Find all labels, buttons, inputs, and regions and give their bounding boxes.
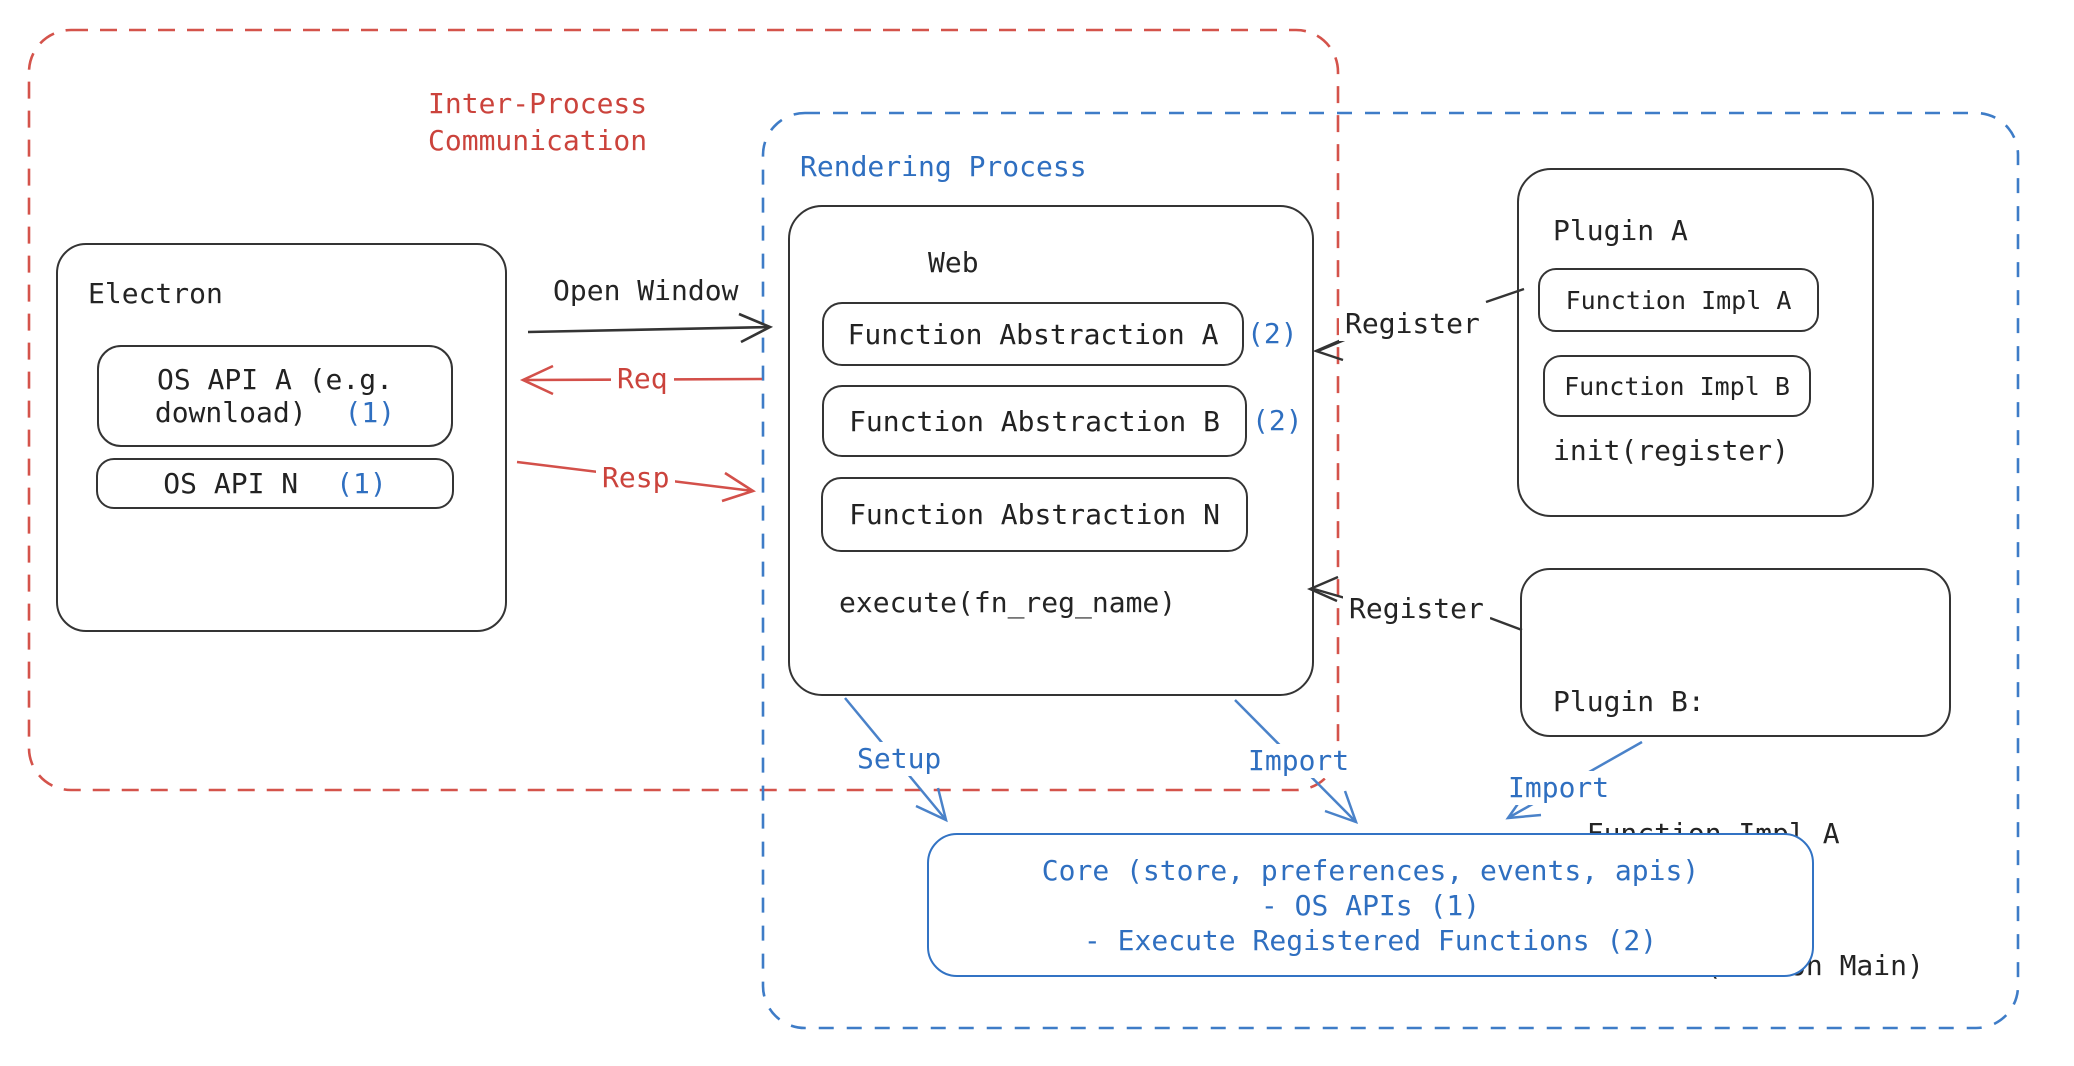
plugin-b-text: Plugin B: - Function Impl A - Module (ru… [1553, 592, 1924, 1066]
function-impl-b-label: Function Impl B [1564, 371, 1790, 401]
setup-label: Setup [851, 742, 948, 776]
req-label: Req [611, 362, 674, 396]
core-box: Core (store, preferences, events, apis) … [927, 833, 1814, 977]
plugin-a-init-label: init(register) [1553, 434, 1790, 467]
function-abstraction-b-badge: (2) [1252, 404, 1303, 437]
function-abstraction-n-box: Function Abstraction N [821, 477, 1248, 552]
os-api-a-box: OS API A (e.g. download) (1) [97, 345, 453, 447]
electron-box [56, 243, 507, 632]
os-api-a-label-line1: OS API A (e.g. [156, 363, 393, 396]
register-a-label: Register [1339, 307, 1486, 341]
core-item-os-apis: - OS APIs (1) [1260, 888, 1481, 922]
import-plugin-label: Import [1502, 771, 1616, 805]
open-window-label: Open Window [553, 274, 739, 307]
core-item-execute: - Execute Registered Functions (2) [1083, 923, 1658, 957]
os-api-n-label: OS API N [163, 467, 299, 500]
function-abstraction-a-box: Function Abstraction A [822, 302, 1244, 366]
function-impl-b-box: Function Impl B [1543, 355, 1811, 417]
import-web-label: Import [1242, 744, 1356, 778]
register-b-label: Register [1343, 592, 1490, 626]
function-abstraction-b-label: Function Abstraction B [849, 404, 1220, 438]
os-api-n-box: OS API N (1) [96, 458, 454, 509]
function-abstraction-a-badge: (2) [1247, 317, 1298, 350]
execute-label: execute(fn_reg_name) [839, 586, 1177, 619]
plugin-a-title: Plugin A [1553, 214, 1688, 247]
function-impl-a-label: Function Impl A [1565, 285, 1792, 315]
plugin-b-title: Plugin B: [1553, 685, 1705, 718]
resp-label: Resp [596, 461, 676, 495]
function-abstraction-b-box: Function Abstraction B [822, 385, 1247, 457]
rendering-region-border [761, 111, 2020, 1030]
ipc-region-border [27, 28, 1340, 792]
plugin-a-box [1517, 168, 1874, 517]
web-box [788, 205, 1314, 696]
function-impl-a-box: Function Impl A [1538, 268, 1819, 332]
function-abstraction-a-label: Function Abstraction A [847, 317, 1219, 351]
open-window-arrow [527, 312, 774, 344]
os-api-n-badge: (1) [336, 467, 387, 500]
os-api-a-badge: (1) [344, 396, 396, 429]
plugin-b-box [1520, 568, 1951, 737]
web-title: Web [928, 246, 979, 279]
electron-title: Electron [88, 277, 223, 310]
os-api-a-label-line2: download) [154, 396, 307, 429]
rendering-region-label: Rendering Process [800, 150, 1087, 183]
core-text: Core (store, preferences, events, apis) … [929, 853, 1812, 958]
function-abstraction-n-label: Function Abstraction N [849, 498, 1220, 531]
core-title: Core (store, preferences, events, apis) [1041, 853, 1700, 887]
